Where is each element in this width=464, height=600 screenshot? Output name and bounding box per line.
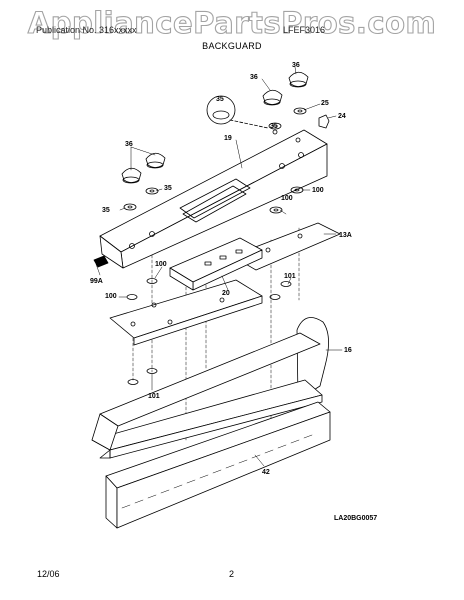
part-label: 19	[224, 135, 232, 142]
backguard-trim	[91, 317, 329, 459]
part-label: 100	[105, 293, 117, 300]
part-label: 35	[270, 123, 278, 130]
mounting-bracket	[109, 279, 263, 346]
part-label: 36	[250, 74, 258, 81]
part-label: 24	[338, 113, 346, 120]
part-label: 35	[164, 185, 172, 192]
diagram-code: LA20BG0057	[334, 515, 377, 522]
leader-lines	[95, 66, 343, 467]
model-header: LFEF3016	[283, 25, 326, 35]
screw-icon	[126, 278, 292, 385]
part-label: 13A	[339, 232, 352, 239]
part-label: 100	[312, 187, 324, 194]
part-label: 35	[216, 96, 224, 103]
backguard-panel	[99, 129, 328, 269]
part-label: 16	[344, 347, 352, 354]
footer-date: 12/06	[37, 569, 60, 579]
insulation-tag	[93, 255, 109, 268]
part-label: 35	[102, 207, 110, 214]
part-label: 42	[262, 469, 270, 476]
control-board	[169, 237, 263, 291]
part-label: 20	[222, 290, 230, 297]
part-label: 36	[125, 141, 133, 148]
vent-grille	[105, 401, 331, 529]
part-label: 99A	[90, 278, 103, 285]
detail-circle	[206, 95, 236, 125]
section-title: BACKGUARD	[202, 41, 262, 51]
part-label: 100	[155, 261, 167, 268]
part-label: 36	[292, 62, 300, 69]
publication-header: Publication No. 316xxxxx	[36, 25, 137, 35]
clip-icon	[318, 114, 330, 129]
knob-icon	[262, 71, 309, 106]
knob-icon	[121, 152, 166, 184]
part-label: 101	[284, 273, 296, 280]
watermark: AppliancePartsPros.com	[27, 5, 437, 40]
page-number: 2	[229, 569, 235, 579]
washer-icon	[268, 107, 307, 130]
part-label: 101	[148, 393, 160, 400]
vent-slots	[121, 434, 313, 509]
part-label: 25	[321, 100, 329, 107]
part-label: 100	[281, 195, 293, 202]
